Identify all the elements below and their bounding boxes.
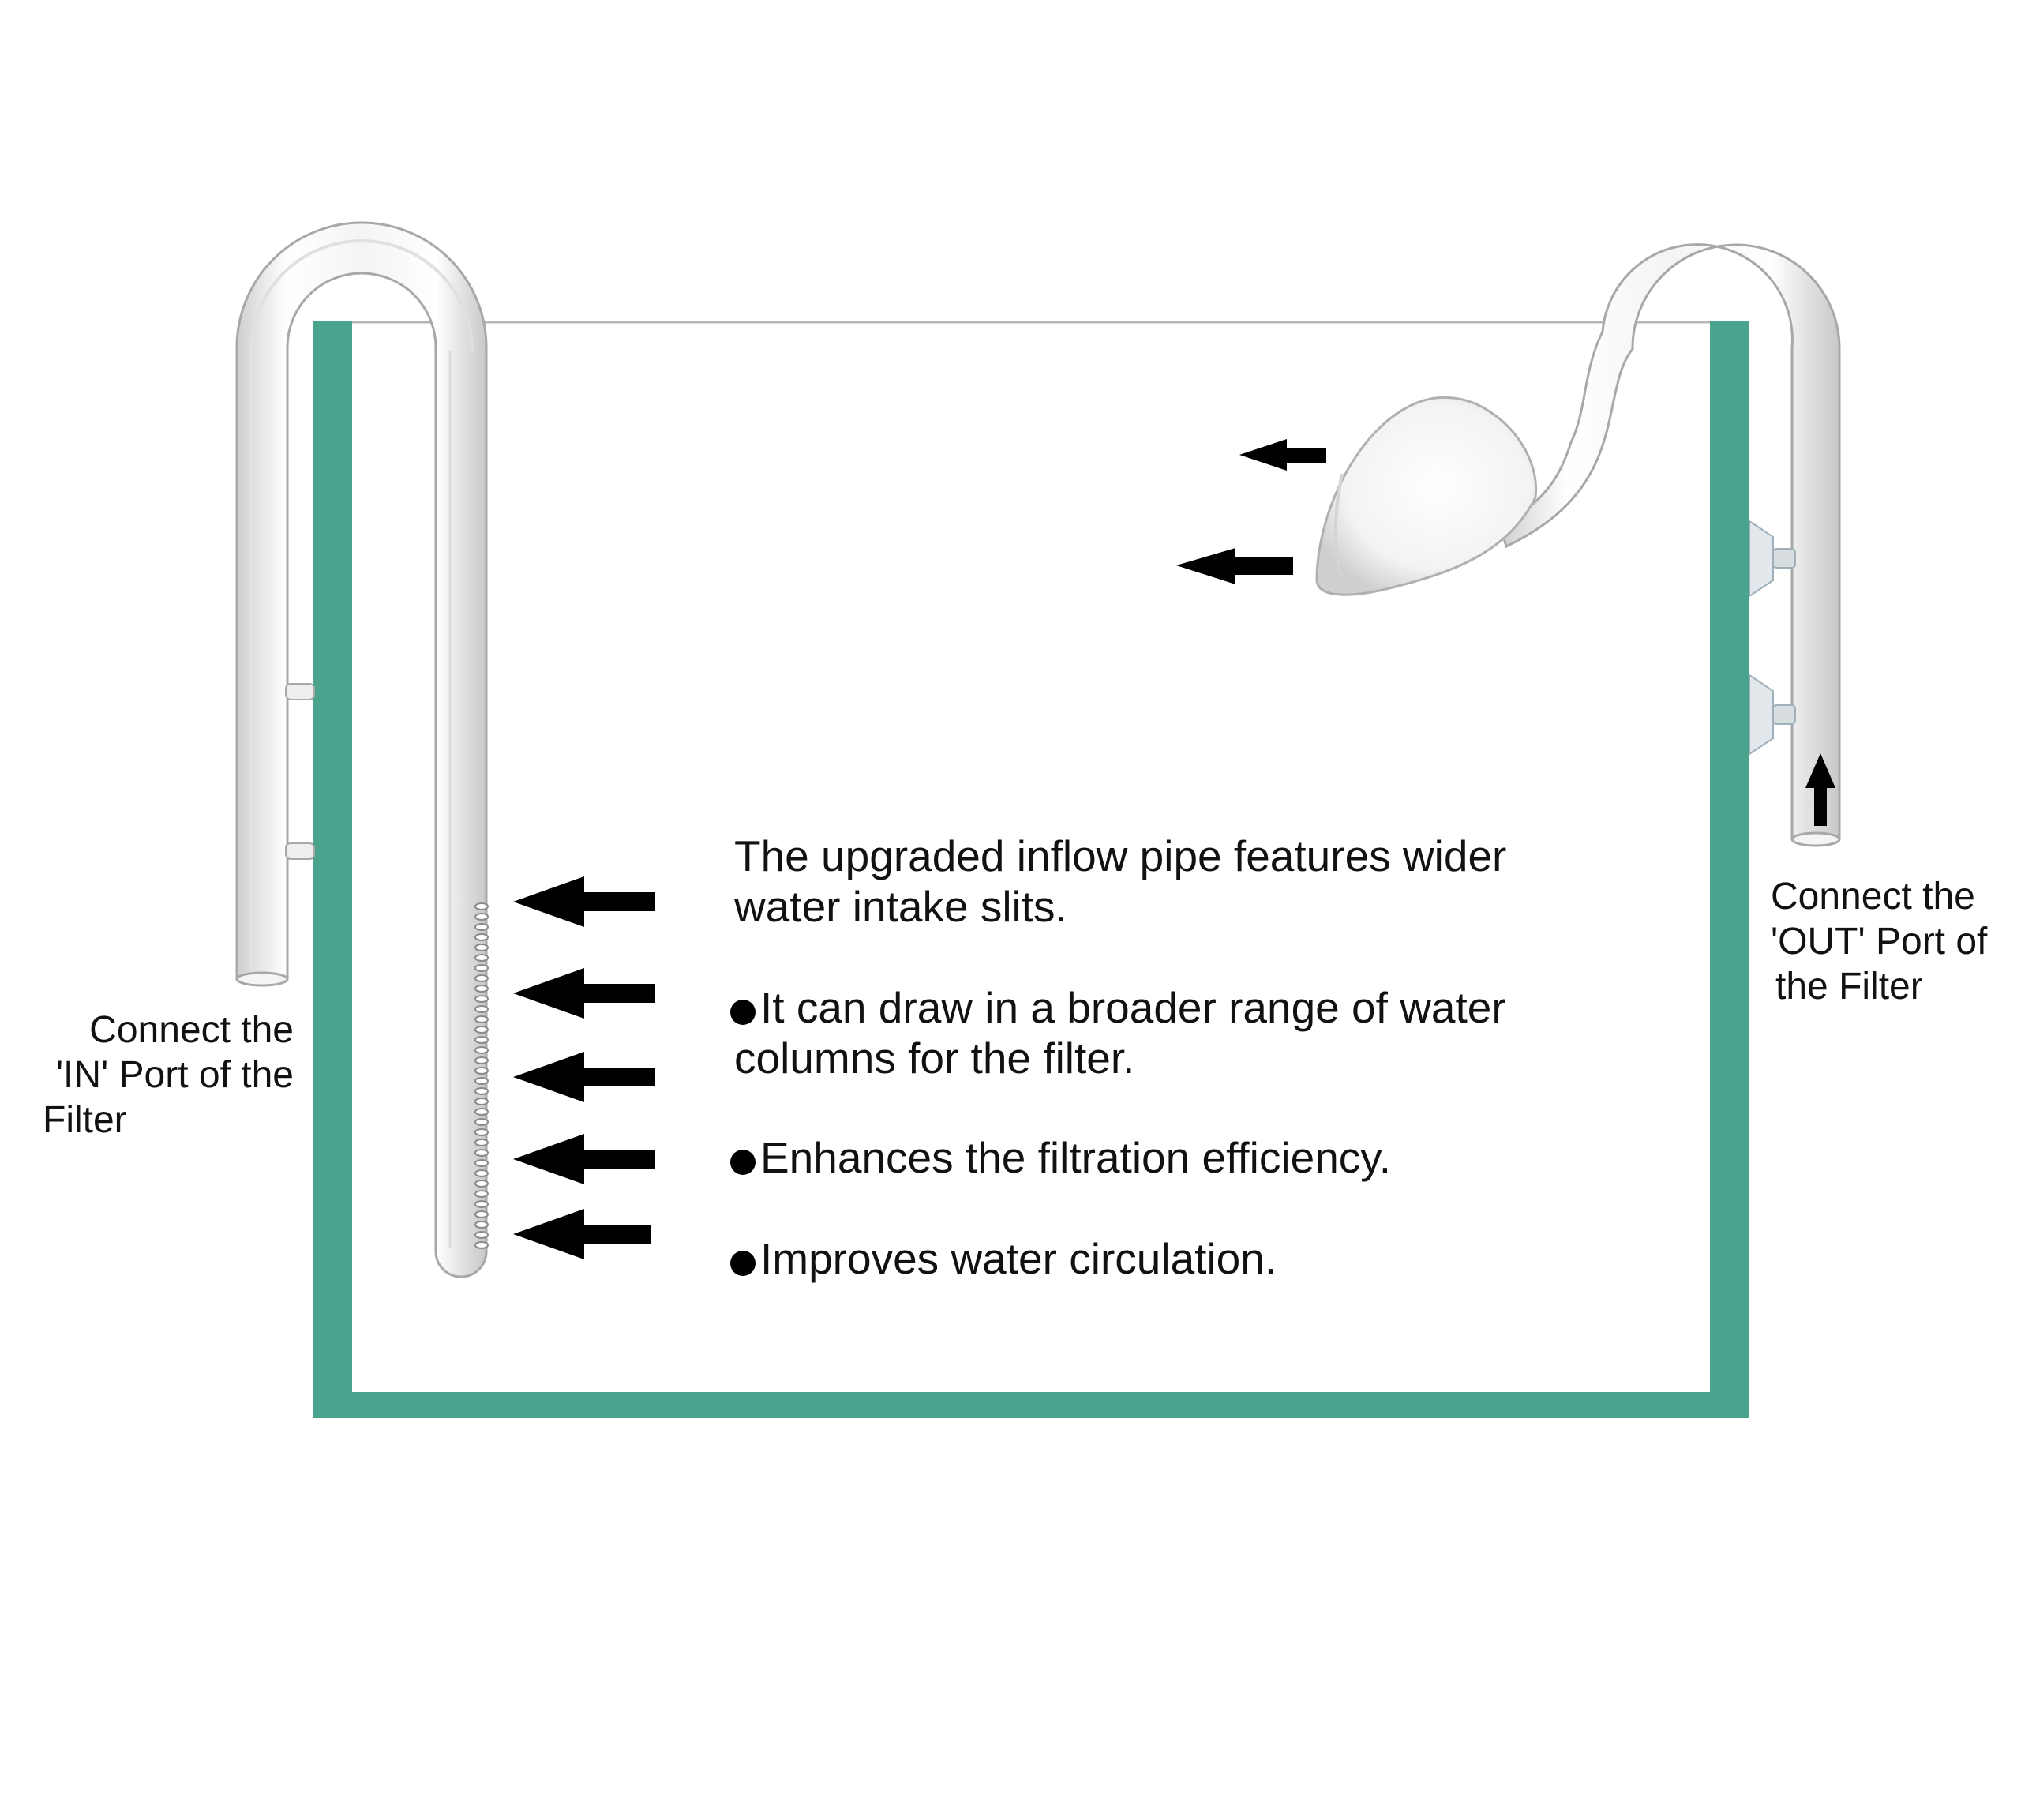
intake-slit: [474, 974, 489, 982]
suction-cup-lower: [1749, 674, 1796, 756]
intake-slit: [474, 1056, 489, 1064]
intake-slit: [474, 995, 489, 1003]
intake-slit: [474, 1180, 489, 1188]
arrow-up-icon: [1805, 753, 1835, 826]
intake-slit: [474, 913, 489, 921]
intake-slit: [474, 1169, 489, 1177]
intake-slit: [474, 1046, 489, 1054]
tank-bottom-wall: [313, 1392, 1749, 1418]
bullet-icon: [730, 1251, 756, 1276]
bullet-icon: [730, 1150, 756, 1175]
description-heading-line1: The upgraded inflow pipe features wider: [734, 831, 1507, 880]
bullet-item-text: Enhances the filtration efficiency.: [760, 1133, 1391, 1182]
intake-slit: [474, 1231, 489, 1239]
intake-slit: [474, 1139, 489, 1146]
intake-slit: [474, 1015, 489, 1023]
description-heading-line2: water intake slits.: [734, 882, 1067, 931]
in-port-label: Connect the 'IN' Port of the Filter: [32, 1008, 300, 1143]
intake-slit: [474, 933, 489, 941]
outflow-arrows: [1176, 439, 1326, 584]
intake-slit: [474, 923, 489, 931]
arrow-left-icon: [513, 1209, 651, 1259]
out-port-label-line2: 'OUT' Port of: [1771, 921, 1988, 963]
out-port-label-line3: the Filter: [1775, 966, 1923, 1008]
in-port-label-line2: 'IN' Port of the: [55, 1054, 294, 1096]
in-port-label-line3: Filter: [43, 1099, 127, 1141]
arrow-left-icon: [513, 1134, 655, 1184]
intake-arrows: [513, 876, 655, 1259]
outflow-pipe-body: [1498, 243, 1841, 841]
intake-slits: [474, 902, 489, 1249]
arrow-left-icon: [1176, 548, 1293, 584]
arrow-left-icon: [513, 876, 655, 927]
intake-slit: [474, 1200, 489, 1208]
intake-slit: [474, 1118, 489, 1126]
intake-slit: [474, 1077, 489, 1085]
bullet-item: Improves water circulation.: [730, 1233, 1277, 1284]
intake-slit: [474, 1210, 489, 1218]
bullet-item-text-continued: columns for the filter.: [734, 1034, 1135, 1083]
out-port-label-line1: Connect the: [1771, 876, 1975, 918]
intake-slit: [474, 902, 489, 910]
tank-right-wall: [1710, 321, 1749, 1418]
bullet-icon: [730, 1000, 756, 1025]
suction-clip-upper: [285, 683, 315, 700]
intake-slit: [474, 1149, 489, 1157]
inflow-pipe-body: [235, 221, 488, 1278]
intake-slit: [474, 1098, 489, 1105]
bullet-item-text: It can draw in a broader range of water: [760, 983, 1506, 1032]
arrow-left-icon: [513, 968, 655, 1019]
description-heading: The upgraded inflow pipe features wider …: [734, 831, 1506, 932]
out-port-label: Connect the 'OUT' Port of the Filter: [1771, 874, 2015, 1009]
bullet-item: It can draw in a broader range of water …: [730, 982, 1506, 1083]
intake-slit: [474, 1241, 489, 1249]
tank-left-wall: [313, 321, 352, 1418]
arrow-left-icon: [513, 1052, 655, 1102]
inflow-pipe: [235, 221, 489, 1278]
intake-slit: [474, 1190, 489, 1198]
outflow-pipe: [1315, 243, 1841, 847]
arrow-left-icon: [1239, 439, 1326, 471]
intake-slit: [474, 1159, 489, 1167]
aquarium-tank: [313, 321, 1749, 1418]
intake-slit: [474, 954, 489, 962]
intake-slit: [474, 1067, 489, 1075]
intake-slit: [474, 1221, 489, 1229]
suction-clip-lower: [285, 842, 315, 860]
intake-slit: [474, 964, 489, 972]
intake-slit: [474, 1087, 489, 1095]
intake-slit: [474, 944, 489, 951]
intake-slit: [474, 1026, 489, 1034]
intake-slit: [474, 1005, 489, 1013]
intake-slit: [474, 1036, 489, 1044]
intake-slit: [474, 1128, 489, 1136]
bullet-item-text: Improves water circulation.: [760, 1234, 1277, 1283]
suction-cup-upper: [1749, 520, 1796, 598]
intake-slit: [474, 1108, 489, 1116]
intake-slit: [474, 985, 489, 993]
in-port-label-line1: Connect the: [89, 1009, 294, 1051]
lily-bowl: [1315, 396, 1538, 596]
bullet-item: Enhances the filtration efficiency.: [730, 1132, 1391, 1183]
